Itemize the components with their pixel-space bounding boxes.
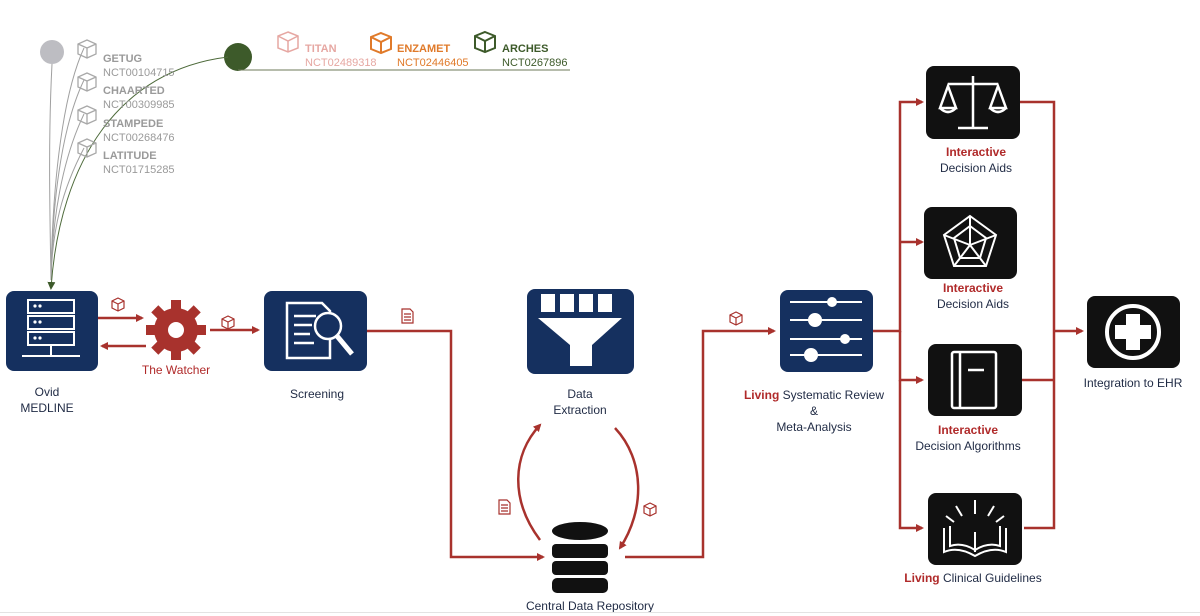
database-icon[interactable] bbox=[552, 522, 608, 593]
guidelines-label: Living Clinical Guidelines bbox=[888, 570, 1058, 586]
arrow-extraction-to-repository bbox=[614, 427, 640, 550]
arrow-repository-to-extraction bbox=[517, 423, 542, 541]
documents-funnel-icon bbox=[538, 294, 622, 366]
decision-aid-1-node[interactable] bbox=[926, 66, 1020, 139]
cube-icon-stampede bbox=[77, 105, 97, 125]
ovid-label-line1: Ovid bbox=[34, 385, 60, 399]
trial-id: NCT00104715 bbox=[103, 67, 175, 79]
trial-id: NCT00309985 bbox=[103, 99, 175, 111]
trial-name: LATITUDE bbox=[103, 150, 157, 162]
algorithms-prefix: Interactive bbox=[937, 423, 999, 437]
extraction-label-line2: Extraction bbox=[553, 403, 607, 417]
ehr-node[interactable] bbox=[1087, 296, 1180, 368]
extraction-label-line1: Data bbox=[567, 387, 593, 401]
aid2-prefix: Interactive bbox=[942, 281, 1004, 295]
cube-icon-chaarted bbox=[77, 72, 97, 92]
gear-icon[interactable] bbox=[146, 300, 206, 360]
cube-icon-enzamet bbox=[370, 31, 392, 55]
medical-cross-icon bbox=[1105, 304, 1161, 360]
screening-label: Screening bbox=[289, 387, 345, 401]
trial-arches: ARCHES NCT0267896 bbox=[502, 42, 567, 70]
trial-titan: TITAN NCT02489318 bbox=[305, 42, 377, 70]
open-book-icon bbox=[943, 500, 1007, 558]
document-icon-small-1 bbox=[401, 308, 414, 324]
systematic-review-node[interactable] bbox=[780, 290, 873, 372]
screening-node[interactable] bbox=[264, 291, 367, 371]
ovid-label: Ovid MEDLINE bbox=[6, 384, 88, 416]
trial-stampede: STAMPEDE NCT00268476 bbox=[103, 117, 175, 145]
arrow-to-guidelines bbox=[898, 380, 924, 532]
aid2-line2: Decision Aids bbox=[936, 297, 1010, 311]
cube-icon-titan bbox=[277, 31, 299, 53]
trial-id: NCT01715285 bbox=[103, 164, 175, 176]
aid2-label: Interactive Decision Aids bbox=[913, 280, 1033, 312]
algorithms-line2: Decision Algorithms bbox=[915, 439, 1021, 453]
arrow-screening-to-repository bbox=[367, 329, 545, 561]
ovid-medline-node[interactable] bbox=[6, 291, 98, 371]
guidelines-text: Clinical Guidelines bbox=[939, 571, 1042, 585]
book-icon bbox=[950, 350, 998, 410]
review-prefix: Living bbox=[743, 388, 780, 402]
review-label: Living Systematic Review & Meta-Analysis bbox=[730, 387, 898, 435]
trial-id: NCT0267896 bbox=[502, 57, 568, 69]
trial-name: TITAN bbox=[305, 43, 337, 55]
trial-id: NCT02489318 bbox=[305, 57, 377, 69]
cube-icon-arches bbox=[474, 30, 496, 54]
cube-icon-small-3 bbox=[643, 502, 657, 517]
trial-name: GETUG bbox=[103, 53, 143, 65]
trial-getug: GETUG NCT00104715 bbox=[103, 52, 175, 80]
server-icon bbox=[22, 299, 80, 357]
document-magnifier-icon bbox=[285, 301, 354, 360]
clinical-guidelines-node[interactable] bbox=[928, 493, 1022, 565]
grey-source-dot bbox=[40, 40, 64, 64]
trial-latitude: LATITUDE NCT01715285 bbox=[103, 149, 175, 177]
cube-icon-small-4 bbox=[729, 311, 743, 326]
bottom-divider bbox=[0, 612, 1200, 613]
watcher-label: The Watcher bbox=[141, 363, 211, 377]
green-source-dot bbox=[224, 43, 252, 71]
trial-id: NCT00268476 bbox=[103, 132, 175, 144]
sliders-icon bbox=[790, 297, 862, 362]
trial-cube-icons-top bbox=[277, 30, 496, 55]
aid1-line2: Decision Aids bbox=[939, 161, 1013, 175]
scales-icon bbox=[938, 76, 1008, 130]
trial-chaarted: CHAARTED NCT00309985 bbox=[103, 84, 175, 112]
trial-feed-curves bbox=[47, 47, 229, 290]
document-icon-small-2 bbox=[498, 499, 511, 515]
repository-label: Central Data Repository bbox=[525, 599, 655, 613]
extraction-label: Data Extraction bbox=[530, 386, 630, 418]
cube-icon-getug bbox=[77, 39, 97, 59]
line-aid1-out bbox=[1020, 100, 1056, 530]
arrow-review-branch bbox=[873, 98, 924, 333]
trial-name: CHAARTED bbox=[103, 85, 165, 97]
cube-icon-latitude bbox=[77, 138, 97, 158]
trial-cube-icons-left bbox=[77, 39, 97, 158]
aid1-label: Interactive Decision Aids bbox=[916, 144, 1036, 176]
cube-icon-small-2 bbox=[221, 315, 235, 330]
trial-enzamet: ENZAMET NCT02446405 bbox=[397, 42, 469, 70]
arrow-to-algorithms bbox=[898, 331, 924, 384]
arrow-repository-to-review bbox=[625, 327, 776, 559]
cube-icon-small-1 bbox=[111, 297, 125, 312]
algorithms-label: Interactive Decision Algorithms bbox=[898, 422, 1038, 454]
aid1-prefix: Interactive bbox=[945, 145, 1007, 159]
review-line3: Meta-Analysis bbox=[776, 420, 852, 434]
trial-name: ARCHES bbox=[502, 43, 549, 55]
trial-name: STAMPEDE bbox=[103, 118, 164, 130]
trial-name: ENZAMET bbox=[397, 43, 451, 55]
ovid-label-line2: MEDLINE bbox=[20, 401, 74, 415]
flow-arrows bbox=[98, 98, 1084, 561]
data-glyphs bbox=[111, 297, 743, 517]
decision-aid-2-node[interactable] bbox=[924, 207, 1017, 279]
review-amp: & bbox=[809, 404, 818, 418]
guidelines-prefix: Living bbox=[904, 571, 940, 585]
data-extraction-node[interactable] bbox=[527, 289, 634, 374]
decision-algorithms-node[interactable] bbox=[928, 344, 1022, 416]
review-text: Systematic Review bbox=[779, 388, 885, 402]
radar-chart-icon bbox=[942, 214, 998, 267]
ehr-label: Integration to EHR bbox=[1083, 376, 1183, 390]
trial-id: NCT02446405 bbox=[397, 57, 469, 69]
